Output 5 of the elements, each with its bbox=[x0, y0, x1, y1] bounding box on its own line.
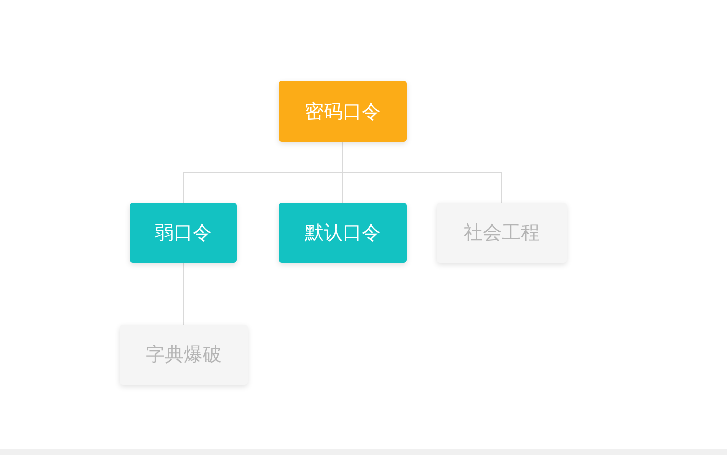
topic-box: 社会工程 bbox=[437, 203, 567, 263]
topic-box: 弱口令 bbox=[130, 203, 237, 263]
topic-box: 字典爆破 bbox=[120, 325, 248, 385]
root-box: 密码口令 bbox=[279, 81, 407, 142]
topic-box: 默认口令 bbox=[279, 203, 407, 263]
